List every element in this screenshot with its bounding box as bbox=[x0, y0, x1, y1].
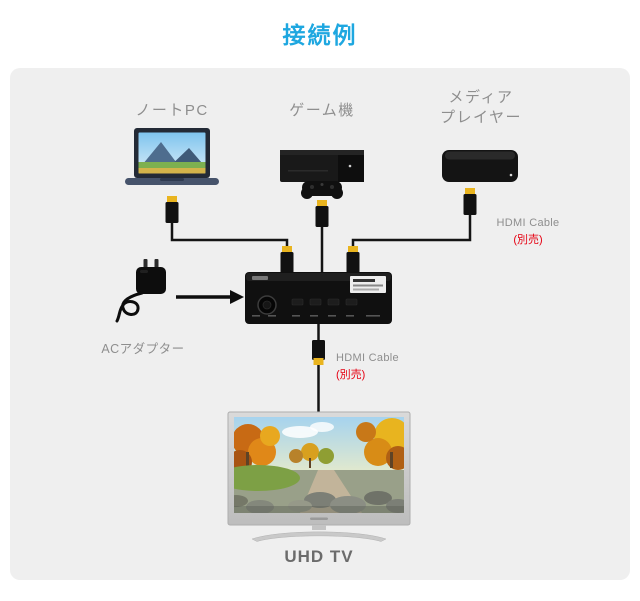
tv-illustration bbox=[227, 411, 411, 542]
laptop-illustration bbox=[125, 128, 219, 185]
power-arrow bbox=[176, 290, 244, 304]
hdmi-cable-output-name: HDMI Cable bbox=[336, 352, 399, 364]
media-player-label-line1: メディア bbox=[448, 89, 514, 106]
page-title: 接続例 bbox=[282, 22, 358, 48]
media-player-illustration bbox=[442, 150, 518, 182]
hdmi-switch-illustration bbox=[245, 272, 392, 324]
media-player-label-line2: プレイヤー bbox=[439, 109, 523, 126]
hdmi-plug-media-player bbox=[463, 188, 477, 215]
cable-lines-input bbox=[170, 214, 472, 273]
hdmi-plug-laptop bbox=[165, 196, 179, 223]
game-console-label: ゲーム機 bbox=[289, 102, 355, 119]
tv-label: UHD TV bbox=[284, 547, 354, 566]
hdmi-plug-switch-output bbox=[312, 340, 325, 365]
game-console-illustration bbox=[280, 150, 364, 199]
hdmi-cable-output-note: (別売) bbox=[336, 369, 366, 381]
hdmi-cable-note-input: HDMI Cable (別売) bbox=[482, 217, 574, 247]
hdmi-cable-input-note: (別売) bbox=[513, 234, 543, 246]
hdmi-plug-switch-input-left bbox=[280, 246, 294, 273]
hdmi-plug-console bbox=[315, 200, 329, 227]
ac-adapter-label: ACアダプター bbox=[101, 342, 185, 356]
media-player-label: メディア プレイヤー bbox=[411, 88, 551, 128]
laptop-label: ノートPC bbox=[135, 102, 209, 119]
hdmi-cable-note-output: HDMI Cable (別売) bbox=[336, 352, 426, 382]
ac-adapter-illustration bbox=[115, 259, 166, 323]
hdmi-cable-input-name: HDMI Cable bbox=[496, 217, 560, 229]
hdmi-plug-switch-input-right bbox=[346, 246, 360, 273]
